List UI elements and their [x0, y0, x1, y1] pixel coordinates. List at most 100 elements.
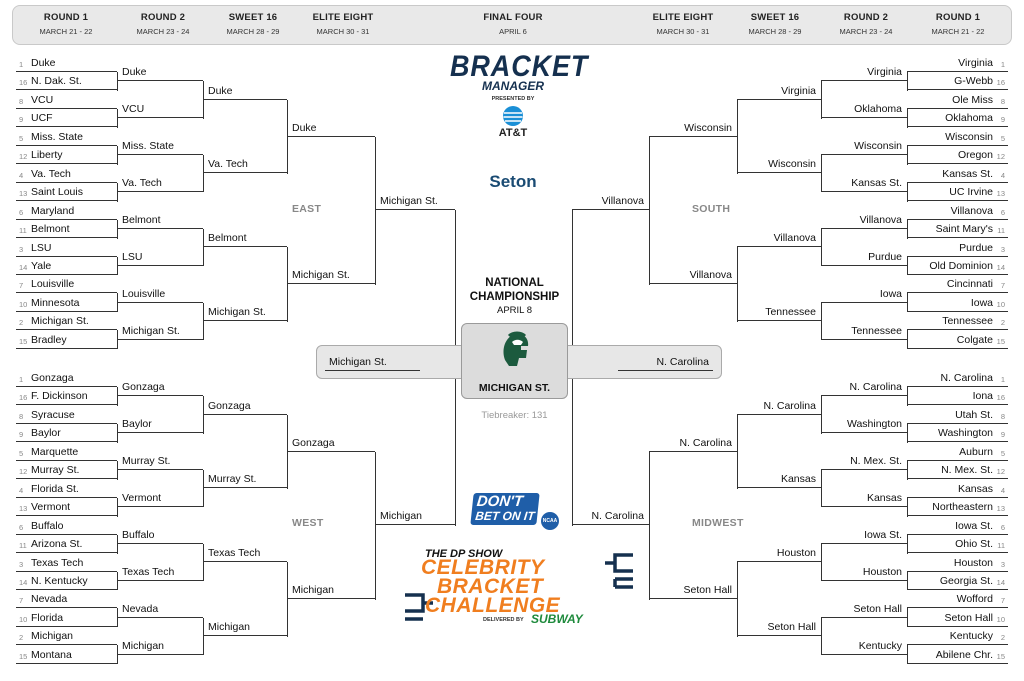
pick-sweet16[interactable]: Michigan — [203, 618, 287, 637]
pick-round2[interactable]: Louisville — [117, 285, 203, 303]
pick-final4[interactable]: Villanova — [572, 192, 649, 211]
pick-round2[interactable]: Texas Tech — [117, 563, 203, 581]
pick-round2[interactable]: Gonzaga — [117, 378, 203, 397]
pick-elite8[interactable]: N. Carolina — [649, 434, 737, 452]
pick-round2[interactable]: Oklahoma — [821, 100, 907, 119]
pick-round2[interactable]: Kansas — [821, 489, 907, 507]
pick-round2[interactable]: Iowa — [821, 285, 907, 303]
pick-sweet16[interactable]: Kansas — [737, 470, 821, 489]
pick-sweet16[interactable]: Houston — [737, 544, 821, 563]
pick-round2[interactable]: Tennessee — [821, 322, 907, 340]
pick-sweet16[interactable]: Tennessee — [737, 303, 821, 322]
pick-final4[interactable]: N. Carolina — [572, 507, 649, 526]
pick-round2[interactable]: Duke — [117, 63, 203, 82]
pick-elite8[interactable]: Michigan — [287, 581, 375, 600]
pick-round2[interactable]: LSU — [117, 248, 203, 266]
pick-elite8[interactable]: Michigan St. — [287, 266, 375, 285]
pick-sweet16[interactable]: Wisconsin — [737, 155, 821, 174]
pick-round2[interactable]: Belmont — [117, 211, 203, 229]
pick-elite8[interactable]: Duke — [287, 119, 375, 137]
pick-round2[interactable]: Wisconsin — [821, 137, 907, 156]
pick-round2[interactable]: Kansas St. — [821, 174, 907, 192]
pick-round2[interactable]: Michigan St. — [117, 322, 203, 340]
pick-round2[interactable]: Baylor — [117, 415, 203, 434]
pick-sweet16[interactable]: Michigan St. — [203, 303, 287, 322]
pick-elite8[interactable]: Villanova — [649, 266, 737, 285]
pick-round2[interactable]: Seton Hall — [821, 600, 907, 618]
pick-round2[interactable]: Murray St. — [117, 452, 203, 471]
pick-elite8[interactable]: Gonzaga — [287, 434, 375, 452]
pick-round2[interactable]: N. Mex. St. — [821, 452, 907, 471]
pick-sweet16[interactable]: N. Carolina — [737, 397, 821, 415]
pick-final4[interactable]: Michigan St. — [375, 192, 455, 211]
pick-elite8[interactable]: Seton Hall — [649, 581, 737, 600]
pick-round2[interactable]: Houston — [821, 563, 907, 581]
pick-sweet16[interactable]: Duke — [203, 82, 287, 100]
pick-elite8[interactable]: Wisconsin — [649, 119, 737, 137]
finalist-left-box[interactable]: Michigan St. — [316, 345, 476, 379]
pick-sweet16[interactable]: Va. Tech — [203, 155, 287, 174]
pick-round2[interactable]: Michigan — [117, 637, 203, 655]
pick-round2[interactable]: Iowa St. — [821, 526, 907, 544]
pick-sweet16[interactable]: Gonzaga — [203, 397, 287, 415]
pick-final4[interactable]: Michigan — [375, 507, 455, 526]
pick-round2[interactable]: Nevada — [117, 600, 203, 618]
pick-round2[interactable]: N. Carolina — [821, 378, 907, 397]
pick-round2[interactable]: Virginia — [821, 63, 907, 82]
pick-round2[interactable]: Miss. State — [117, 137, 203, 156]
pick-round2[interactable]: VCU — [117, 100, 203, 119]
pick-sweet16[interactable]: Villanova — [737, 229, 821, 248]
pick-round2[interactable]: Kentucky — [821, 637, 907, 655]
pick-round2[interactable]: Va. Tech — [117, 174, 203, 192]
pick-sweet16[interactable]: Murray St. — [203, 470, 287, 489]
